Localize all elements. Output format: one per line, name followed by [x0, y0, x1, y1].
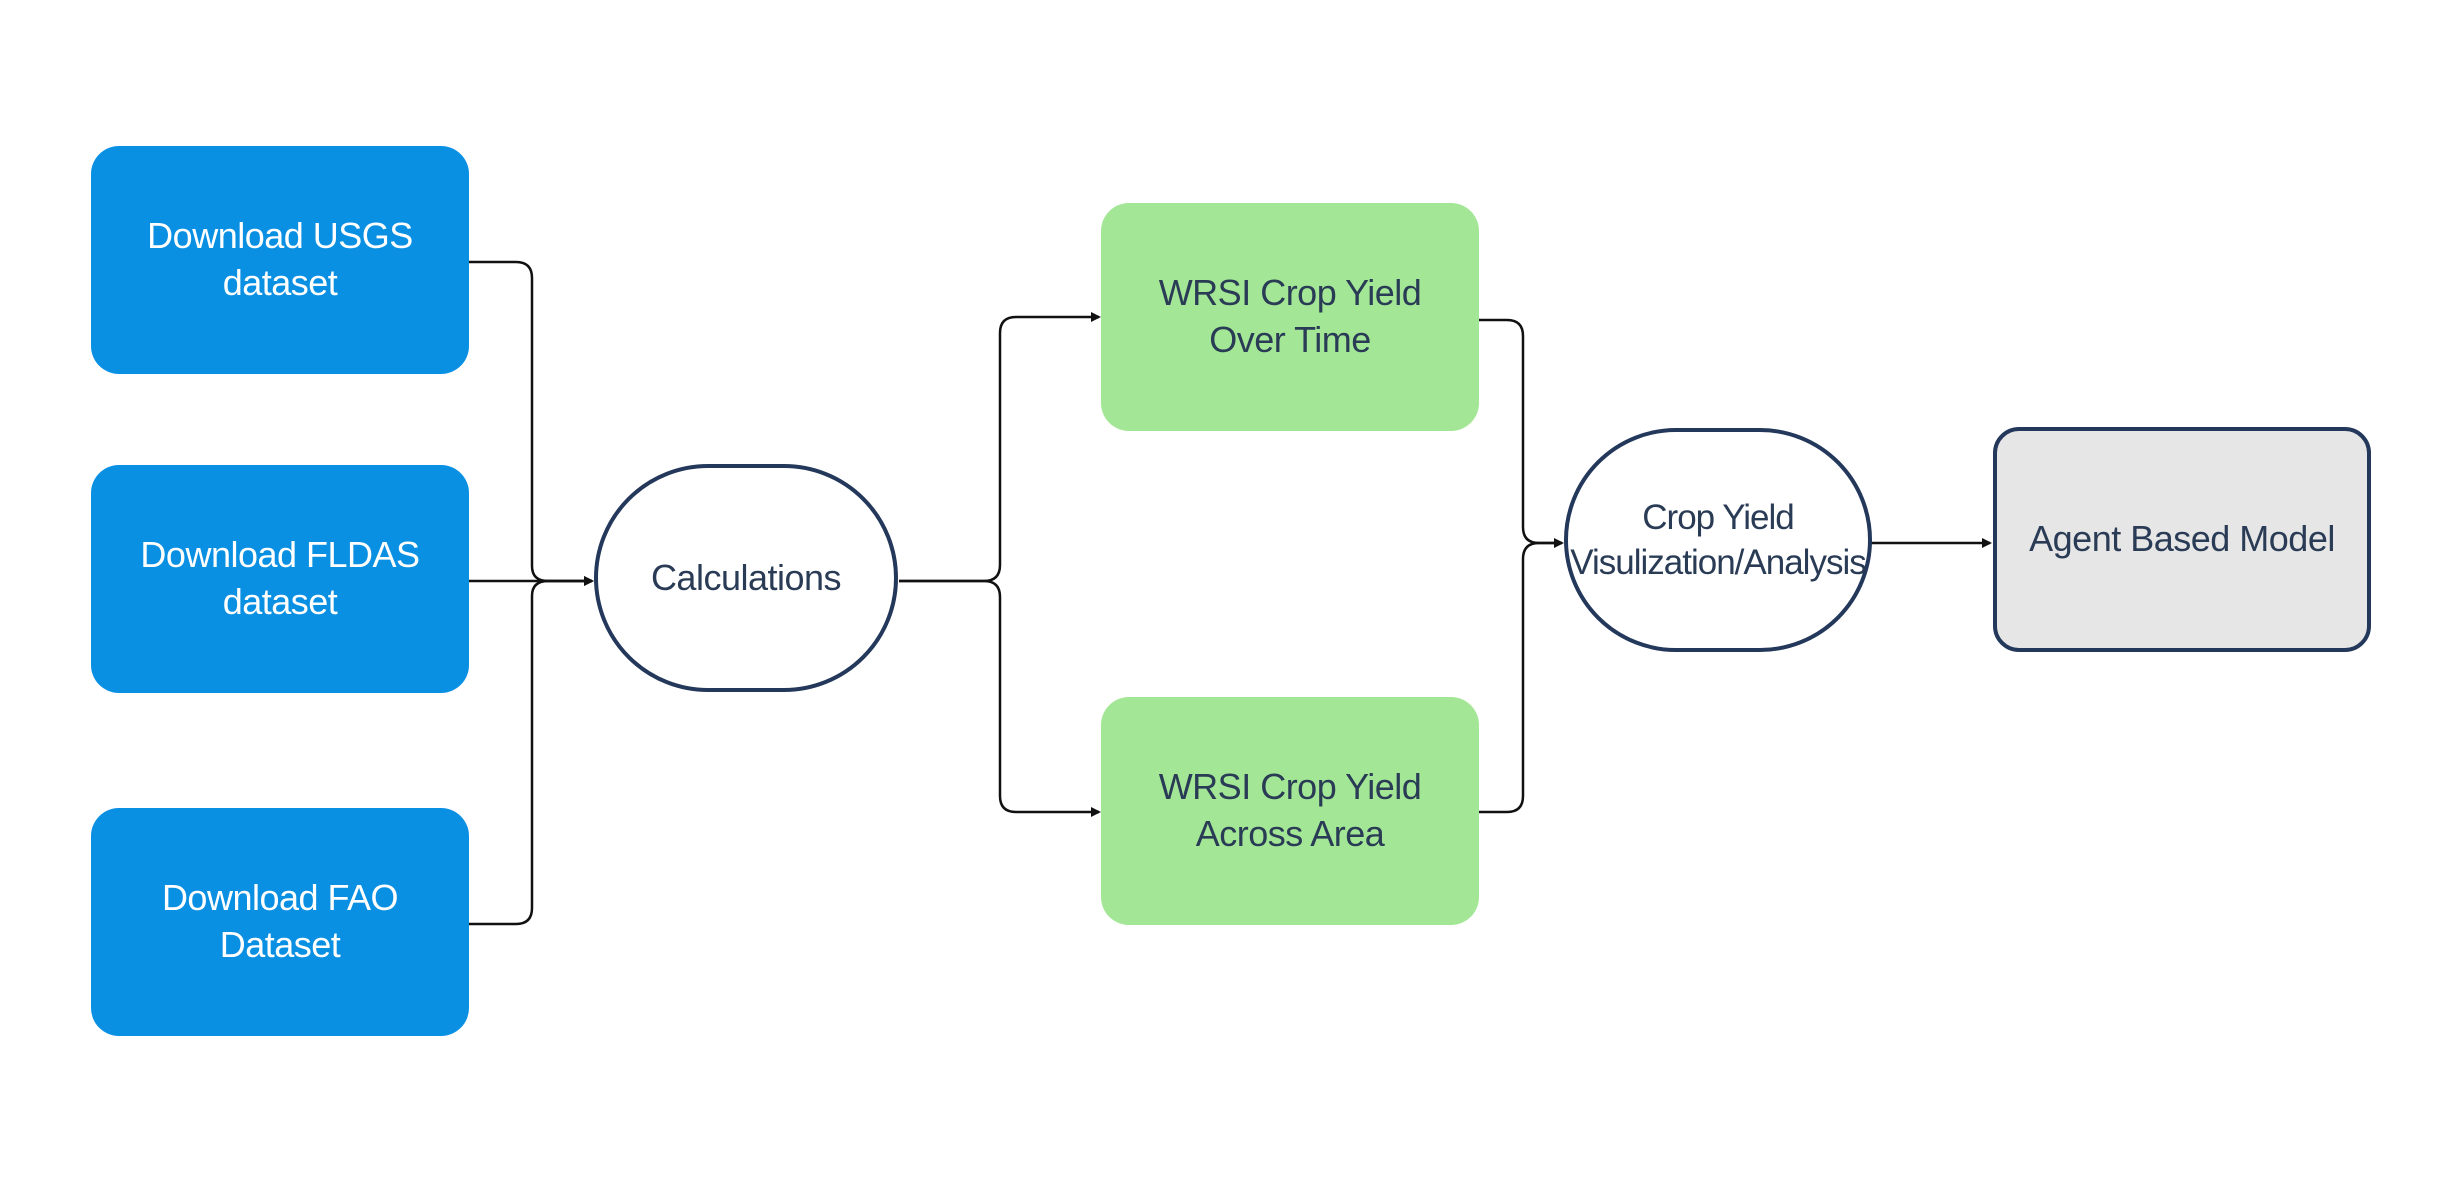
- node-wrsi-across-area-label: WRSI Crop Yield Across Area: [1158, 766, 1422, 854]
- node-download-fao: Download FAO Dataset: [91, 808, 469, 1036]
- node-agent-based-model-label: Agent Based Model: [2029, 518, 2335, 560]
- node-crop-yield-visualization: Crop Yield Visulization/Analysis: [1564, 428, 1872, 652]
- node-wrsi-over-time-label: WRSI Crop Yield Over Time: [1158, 272, 1422, 360]
- node-download-usgs-label: Download USGS dataset: [147, 215, 413, 303]
- connector-calculations-to-across-area: [899, 579, 1101, 817]
- connector-calculations-to-over-time: [899, 312, 1101, 583]
- connector-fao-to-calculations: [469, 579, 592, 926]
- node-calculations-label: Calculations: [650, 556, 842, 598]
- node-download-fldas: Download FLDAS dataset: [91, 465, 469, 693]
- node-calculations: Calculations: [594, 464, 898, 692]
- connector-over-time-to-visualization: [1479, 318, 1564, 548]
- node-wrsi-across-area: WRSI Crop Yield Across Area: [1101, 697, 1479, 925]
- node-agent-based-model: Agent Based Model: [1993, 427, 2371, 652]
- node-crop-yield-visualization-label: Crop Yield Visulization/Analysis: [1570, 497, 1866, 583]
- node-wrsi-over-time: WRSI Crop Yield Over Time: [1101, 203, 1479, 431]
- node-download-fao-label: Download FAO Dataset: [161, 877, 399, 965]
- node-download-fldas-label: Download FLDAS dataset: [140, 534, 420, 622]
- connector-usgs-to-calculations: [469, 260, 594, 586]
- node-download-usgs: Download USGS dataset: [91, 146, 469, 374]
- connector-across-area-to-visualization: [1479, 541, 1562, 814]
